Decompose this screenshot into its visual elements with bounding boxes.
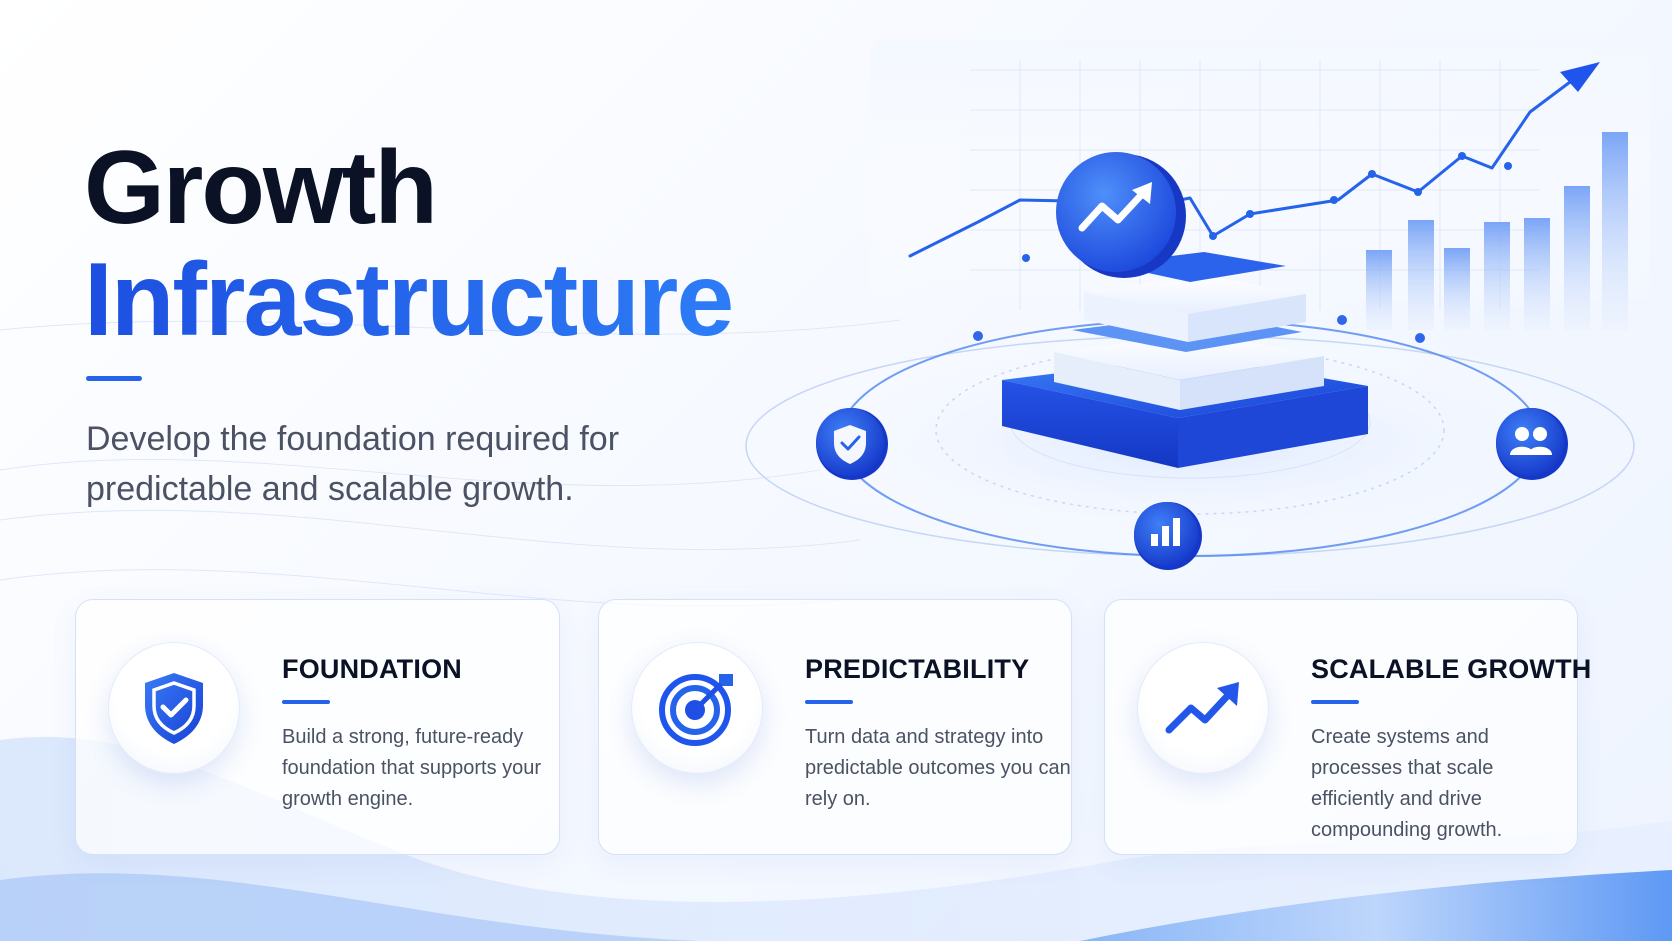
orbit-shield-icon	[816, 408, 888, 480]
subtitle: Develop the foundation required for pred…	[86, 420, 620, 508]
card-title: FOUNDATION	[282, 654, 462, 684]
trend-up-icon	[1137, 642, 1269, 774]
target-icon	[631, 642, 763, 774]
card-description: Build a strong, future-ready foundation …	[282, 726, 542, 810]
card-title: PREDICTABILITY	[805, 654, 1030, 684]
card-predictability: PREDICTABILITY Turn data and strategy in…	[598, 599, 1072, 855]
shield-check-icon	[108, 642, 240, 774]
card-description: Turn data and strategy into predictable …	[805, 726, 1071, 810]
orbit-users-icon	[1496, 408, 1568, 480]
card-scalable-growth: SCALABLE GROWTH Create systems and proce…	[1104, 599, 1591, 855]
card-foundation: FOUNDATION Build a strong, future-ready …	[75, 599, 560, 855]
card-accent-bar	[805, 700, 853, 704]
title-line-2: Infrastructure	[84, 242, 734, 358]
orbit-bar-chart-icon	[1134, 502, 1202, 570]
card-accent-bar	[1311, 700, 1359, 704]
hero-illustration	[732, 40, 1652, 570]
title-accent-bar	[86, 376, 142, 381]
card-title: SCALABLE GROWTH	[1311, 654, 1592, 684]
card-description: Create systems and processes that scale …	[1311, 726, 1503, 841]
title-line-1: Growth	[84, 130, 438, 246]
card-accent-bar	[282, 700, 330, 704]
page-title: Growth Infrastructure	[84, 130, 734, 358]
